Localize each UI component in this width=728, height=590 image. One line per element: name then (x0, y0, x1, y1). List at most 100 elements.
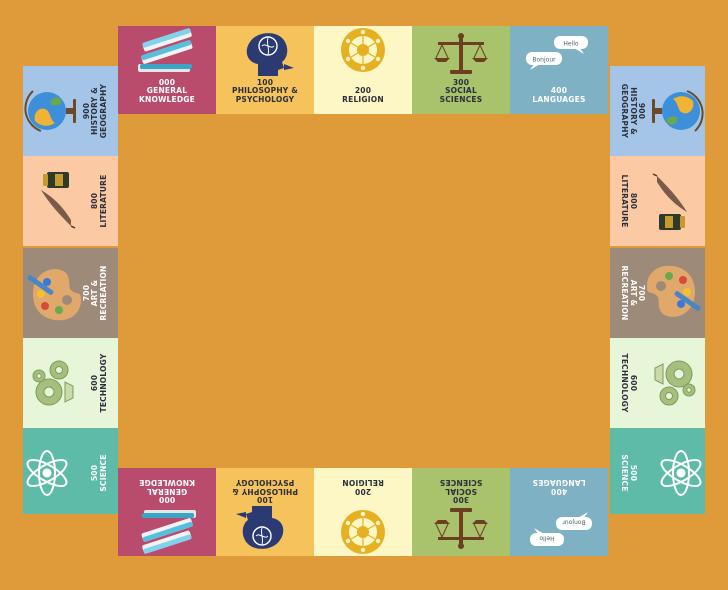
tile-label: 800 LITERATURE (620, 158, 639, 244)
tile-label-line1: SOCIAL (445, 487, 477, 496)
tile-number: 100 (256, 77, 274, 87)
tile-label-line2: PSYCHOLOGY (235, 94, 295, 104)
tile-number: 000 (158, 77, 176, 87)
tile-label-line1: LITERATURE (98, 174, 108, 228)
atom-icon (660, 450, 702, 496)
tile-label: 600 TECHNOLOGY (90, 340, 108, 426)
tile-label-line1: TECHNOLOGY (620, 353, 630, 413)
tile-number: 300 (452, 77, 470, 87)
tile-number: 600 (629, 374, 638, 392)
tile-bottom-religion[interactable]: 200 RELIGION (314, 468, 412, 556)
speech-bubbles-icon: Hello Bonjour (526, 36, 588, 70)
tile-label-line1: ART & (629, 279, 638, 307)
scales-icon (434, 508, 488, 549)
quill-inkwell-icon (652, 173, 687, 230)
head-brain-icon (246, 33, 294, 76)
board-center (118, 118, 608, 468)
tile-label-line1: LITERATURE (620, 174, 630, 228)
tile-label-line1: RELIGION (342, 94, 384, 104)
tile-left-literature[interactable]: 800 LITERATURE (23, 156, 118, 246)
tile-label-line1: LANGUAGES (532, 478, 586, 488)
tile-label: 400 LANGUAGES (512, 86, 606, 104)
books-icon (141, 510, 196, 554)
speech-bubble-hello: Hello (563, 41, 579, 48)
speech-bubble-bonjour: Bonjour (562, 519, 586, 526)
tile-right-technology[interactable]: 600 TECHNOLOGY (610, 338, 705, 428)
tile-number: 200 (354, 86, 372, 95)
tile-label: 900 HISTORY & GEOGRAPHY (620, 68, 647, 154)
palette-icon (27, 269, 81, 321)
tile-label-line2: SCIENCES (439, 478, 483, 488)
tile-label: 600 TECHNOLOGY (620, 340, 639, 426)
tile-label: 000 GENERAL KNOWLEDGE (120, 77, 214, 105)
tile-label-line1: SCIENCE (98, 454, 108, 492)
tile-label: 700 ART & RECREATION (620, 250, 647, 336)
tile-number: 900 (637, 102, 647, 120)
tile-label: 200 RELIGION (316, 86, 410, 104)
tile-label-line2: SCIENCES (439, 94, 483, 104)
books-icon (138, 28, 193, 72)
head-brain-icon (236, 506, 284, 549)
tile-label-line1: SOCIAL (445, 86, 477, 95)
tile-label: 900 HISTORY & GEOGRAPHY (82, 68, 109, 154)
tile-left-history[interactable]: 900 HISTORY & GEOGRAPHY (23, 66, 118, 156)
tile-number: 300 (452, 495, 470, 505)
speech-bubbles-icon: Hello Bonjour (530, 512, 592, 546)
tile-label: 000 GENERAL KNOWLEDGE (120, 478, 214, 505)
tile-left-art[interactable]: 700 ART & RECREATION (23, 248, 118, 338)
tile-bottom-social[interactable]: 300 SOCIAL SCIENCES (412, 468, 510, 556)
tile-label-line1: GENERAL (146, 86, 188, 95)
tile-label: 500 SCIENCE (90, 430, 108, 514)
tile-top-religion[interactable]: 200 RELIGION (314, 26, 412, 114)
tile-label: 300 SOCIAL SCIENCES (414, 478, 508, 505)
tile-number: 500 (629, 464, 638, 482)
tile-right-literature[interactable]: 800 LITERATURE (610, 156, 705, 246)
tile-label-line2: KNOWLEDGE (139, 94, 195, 104)
tile-label-line2: KNOWLEDGE (139, 478, 195, 488)
tile-label-line1: RELIGION (342, 478, 384, 488)
tile-label: 500 SCIENCE (620, 430, 639, 514)
tile-label-line1: TECHNOLOGY (98, 353, 108, 413)
tile-right-science[interactable]: 500 SCIENCE (610, 428, 705, 514)
tile-label-line2: GEOGRAPHY (620, 83, 630, 139)
tile-right-art[interactable]: 700 ART & RECREATION (610, 248, 705, 338)
tile-label: 100 PHILOSOPHY & PSYCHOLOGY (218, 77, 312, 105)
tile-bottom-languages[interactable]: Hello Bonjour 400 LANGUAGES (510, 468, 608, 556)
tile-right-history[interactable]: 900 HISTORY & GEOGRAPHY (610, 66, 705, 156)
tile-label: 100 PHILOSOPHY & PSYCHOLOGY (218, 478, 312, 505)
gears-icon (654, 360, 696, 406)
tile-label-line1: PHILOSOPHY & (232, 487, 298, 496)
tile-label: 200 RELIGION (316, 478, 410, 497)
tile-top-social[interactable]: 300 SOCIAL SCIENCES (412, 26, 510, 114)
globe-icon (652, 90, 704, 132)
tile-label-line1: SCIENCE (620, 454, 630, 492)
tile-left-science[interactable]: 500 SCIENCE (23, 428, 118, 514)
tile-number: 400 (550, 86, 568, 95)
tile-number: 100 (256, 495, 274, 505)
tile-label-line2: GEOGRAPHY (98, 83, 108, 139)
tile-label: 700 ART & RECREATION (82, 250, 109, 336)
tile-label-line2: RECREATION (98, 265, 108, 321)
tile-label: 800 LITERATURE (90, 158, 108, 244)
tile-top-languages[interactable]: Hello Bonjour 400 LANGUAGES (510, 26, 608, 114)
tile-number: 000 (158, 495, 176, 505)
tile-label: 400 LANGUAGES (512, 478, 606, 497)
tile-number: 800 (629, 192, 638, 210)
tile-label-line1: PHILOSOPHY & (232, 86, 298, 95)
tile-bottom-general[interactable]: 000 GENERAL KNOWLEDGE (118, 468, 216, 556)
palette-icon (647, 265, 701, 317)
quill-inkwell-icon (41, 172, 76, 229)
tile-number: 700 (637, 284, 647, 302)
tile-label: 300 SOCIAL SCIENCES (414, 77, 508, 105)
tile-number: 400 (550, 487, 568, 496)
tile-top-general[interactable]: 000 GENERAL KNOWLEDGE (118, 26, 216, 114)
religious-symbols-wheel-icon (341, 28, 385, 72)
tile-bottom-philosophy[interactable]: 100 PHILOSOPHY & PSYCHOLOGY (216, 468, 314, 556)
tile-number: 200 (354, 487, 372, 496)
tile-left-technology[interactable]: 600 TECHNOLOGY (23, 338, 118, 428)
speech-bubble-bonjour: Bonjour (532, 57, 556, 64)
globe-icon (24, 90, 76, 132)
tile-label-line2: RECREATION (620, 265, 630, 321)
religious-symbols-wheel-icon (341, 510, 385, 554)
tile-top-philosophy[interactable]: 100 PHILOSOPHY & PSYCHOLOGY (216, 26, 314, 114)
